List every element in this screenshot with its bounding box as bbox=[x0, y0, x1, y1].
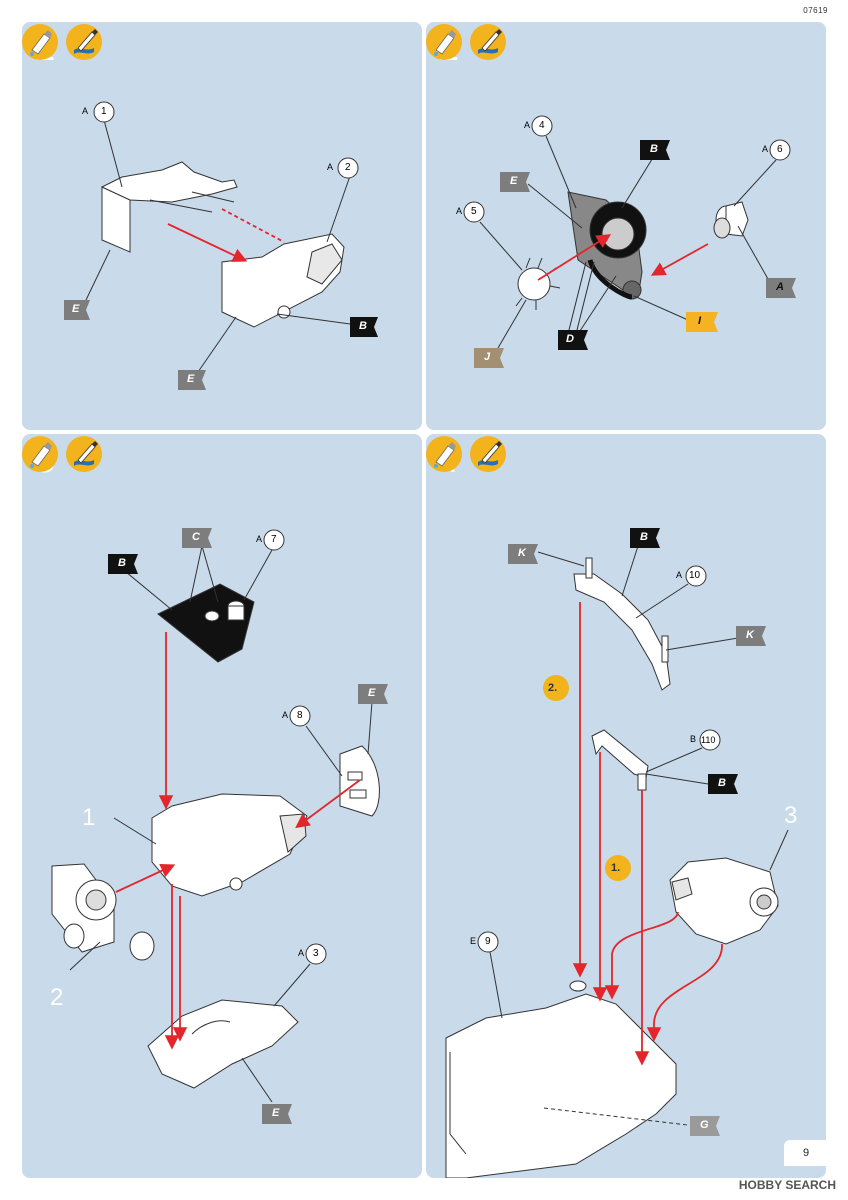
assembly-ref-label: 2 bbox=[50, 984, 64, 1011]
callout-prefix: A bbox=[327, 162, 334, 172]
assembly-1 bbox=[151, 793, 308, 897]
step-3-illustration bbox=[51, 528, 388, 1124]
callout-number: 5 bbox=[471, 206, 477, 217]
callout-number: 8 bbox=[297, 710, 303, 721]
part-a10 bbox=[573, 557, 671, 691]
assembly-3 bbox=[669, 857, 779, 945]
callout-prefix: A bbox=[82, 106, 89, 116]
callout-number: 7 bbox=[271, 534, 277, 545]
part-a1 bbox=[100, 161, 238, 253]
flag-label: B bbox=[118, 557, 126, 569]
flag-label: C bbox=[192, 531, 200, 543]
flag-label: B bbox=[650, 143, 658, 155]
flag-label: B bbox=[640, 531, 648, 543]
callout-prefix: E bbox=[470, 936, 477, 946]
callout-prefix: A bbox=[456, 206, 463, 216]
callout-number: 3 bbox=[313, 948, 319, 959]
callout-prefix: A bbox=[256, 534, 263, 544]
callout-prefix: A bbox=[298, 948, 305, 958]
part-b110 bbox=[591, 729, 649, 791]
step-1-panel: 1 A 1 A 2 E B E bbox=[22, 22, 422, 430]
callout-number: 1 bbox=[101, 106, 107, 117]
flag-label: K bbox=[746, 629, 754, 641]
flag-label: E bbox=[510, 175, 518, 187]
callout-number: 2 bbox=[345, 162, 351, 173]
order-badge: 2. bbox=[548, 682, 558, 694]
step-4-panel: 4 bbox=[426, 434, 826, 1178]
flag-label: A bbox=[776, 281, 784, 293]
step-2-illustration bbox=[463, 115, 796, 368]
callout-number: 6 bbox=[777, 144, 783, 155]
callout-prefix: A bbox=[282, 710, 289, 720]
part-a3 bbox=[147, 999, 299, 1089]
flag-label: G bbox=[700, 1119, 709, 1131]
assembly-ref-label: 1 bbox=[82, 804, 96, 831]
step-1-illustration bbox=[64, 101, 378, 390]
part-a6 bbox=[713, 201, 749, 239]
flag-label: J bbox=[484, 351, 491, 363]
assembly-2 bbox=[51, 863, 155, 961]
flag-label: B bbox=[359, 320, 367, 332]
callout-prefix: A bbox=[676, 570, 683, 580]
callout-prefix: B bbox=[690, 734, 697, 744]
callout-prefix: A bbox=[524, 120, 531, 130]
assembly-ref-label: 3 bbox=[784, 802, 798, 829]
step-3-panel: 3 bbox=[22, 434, 422, 1178]
part-a5 bbox=[515, 257, 561, 310]
flag-label: B bbox=[718, 777, 726, 789]
flag-label: E bbox=[72, 303, 80, 315]
order-badge: 1. bbox=[611, 862, 621, 874]
document-code: 07619 bbox=[803, 6, 828, 15]
flag-label: K bbox=[518, 547, 526, 559]
step-4-illustration bbox=[445, 528, 789, 1178]
flag-label: I bbox=[698, 315, 702, 327]
callout-prefix: A bbox=[762, 144, 769, 154]
part-a4 bbox=[567, 191, 647, 300]
flag-label: E bbox=[272, 1107, 280, 1119]
part-a7 bbox=[157, 583, 255, 663]
callout-number: 9 bbox=[485, 936, 491, 947]
part-e9 bbox=[445, 980, 677, 1178]
part-a2 bbox=[221, 233, 345, 328]
page-number: 9 bbox=[784, 1140, 828, 1166]
callout-number: 10 bbox=[689, 570, 701, 581]
callout-number: 110 bbox=[701, 735, 716, 745]
callout-number: 4 bbox=[539, 120, 545, 131]
watermark: HOBBY SEARCH bbox=[738, 1178, 836, 1192]
flag-label: E bbox=[187, 373, 195, 385]
flag-label: E bbox=[368, 687, 376, 699]
step-2-panel: 2 bbox=[426, 22, 826, 430]
flag-label: D bbox=[566, 333, 574, 345]
